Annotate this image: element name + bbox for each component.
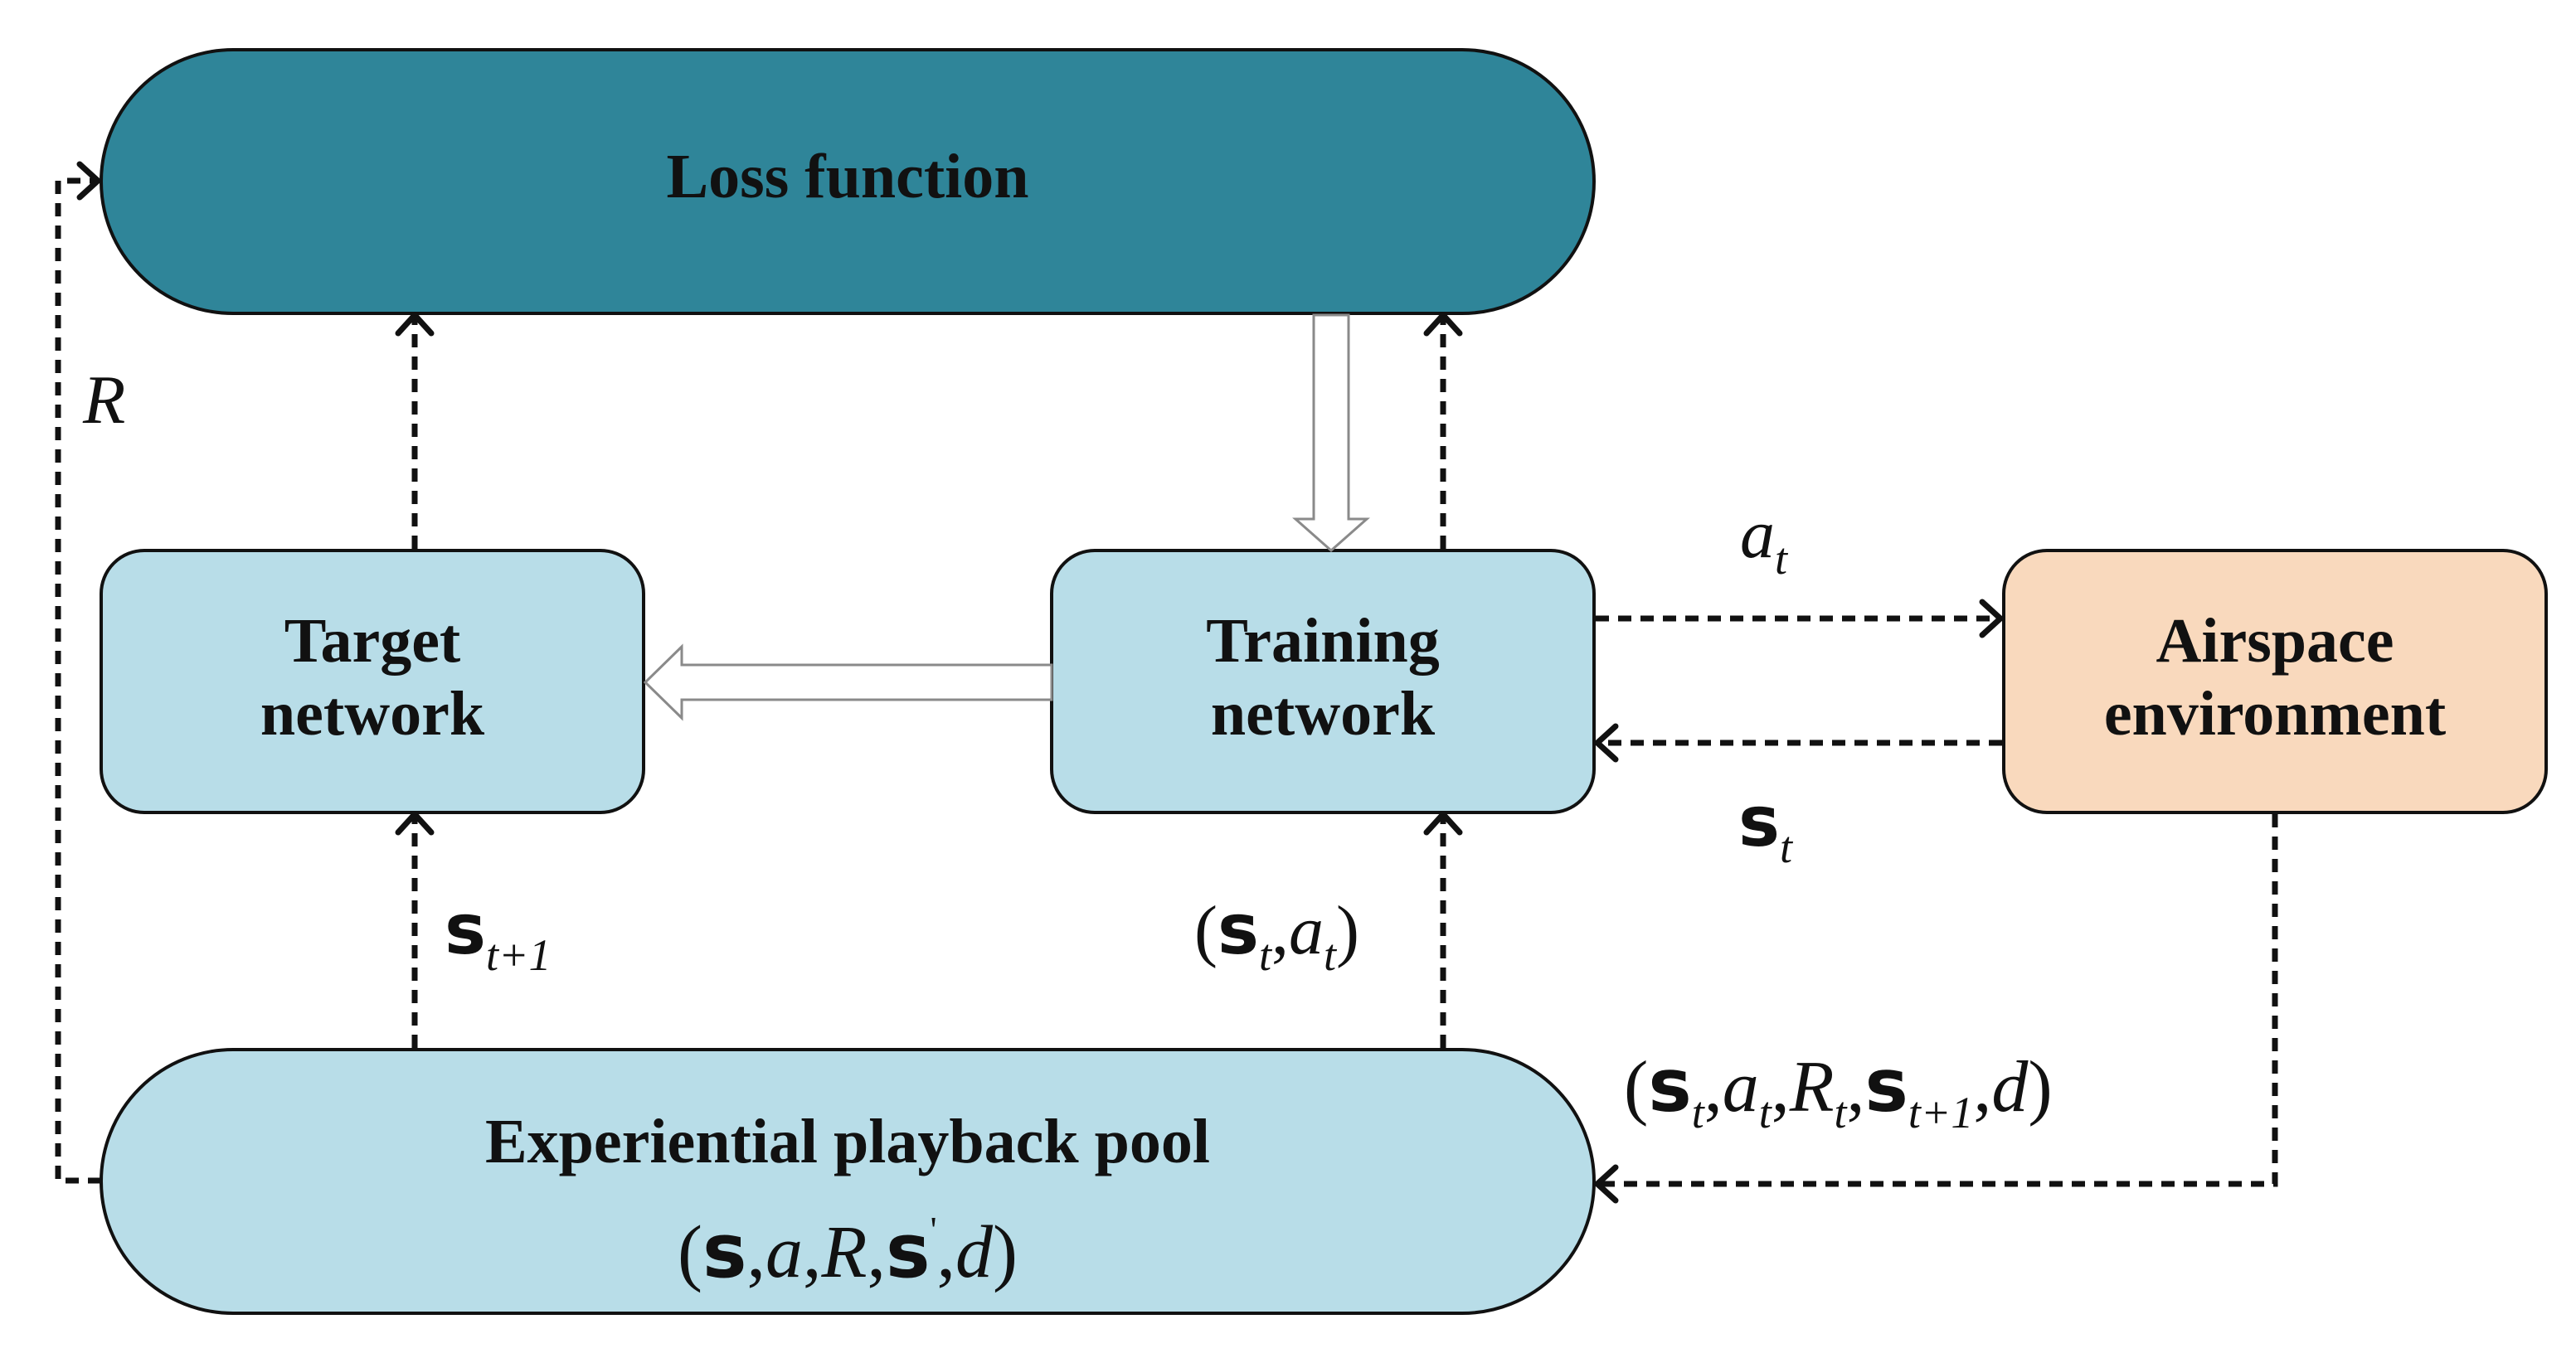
comma: , [1704,1047,1723,1128]
comma: , [803,1211,822,1293]
action-base: a [1740,496,1775,573]
next-state-base: s [1865,1043,1908,1128]
action-symbol: a [766,1211,803,1293]
airspace-environment-label-line1: Airspace [2156,606,2394,676]
action-base: a [1723,1047,1759,1128]
state-subscript: t [1259,930,1273,980]
next-state-symbol: s [886,1208,931,1295]
training-network-label-line1: Training [1206,606,1440,676]
next-state-label: st+1 [445,889,551,980]
action-base: a [1289,892,1324,969]
arrow-target-to-loss [395,312,435,549]
action-subscript: t [1324,930,1338,980]
next-state-subscript: t+1 [486,930,551,980]
target-network-label-line2: network [260,679,485,749]
hollow-arrow-loss-to-training [1292,313,1370,553]
training-network-label-line2: network [1211,679,1436,749]
comma: , [1271,892,1289,969]
next-state-base: s [445,889,486,970]
reward-subscript: t [1835,1088,1849,1137]
action-subscript: t [1759,1088,1773,1137]
transition-label: (st,at,Rt,st+1,d) [1624,1043,2053,1137]
airspace-environment-label-line2: environment [2104,679,2446,749]
loss-function-box [100,48,1596,315]
arrow-pool-to-training [1423,811,1463,1048]
reward-symbol: R [821,1211,868,1293]
comma: , [1847,1047,1865,1128]
action-label: at [1740,496,1789,584]
reward-label: R [82,361,125,439]
airspace-environment-node: Airspace environment [2002,549,2548,814]
target-network-box [100,549,645,814]
loss-function-node: Loss function [100,48,1596,315]
done-base: d [1991,1047,2029,1128]
prime-mark: ' [931,1210,937,1250]
replay-pool-label: Experiential playback pool [485,1107,1210,1176]
comma: , [747,1211,766,1293]
state-symbol: s [702,1208,747,1295]
arrow-environment-to-training [1594,723,2002,763]
target-network-label-line1: Target [284,606,461,676]
comma: , [1772,1047,1790,1128]
paren-open: ( [678,1211,702,1293]
paren-close: ) [993,1211,1018,1293]
loss-function-label: Loss function [666,142,1028,211]
done-symbol: d [955,1211,994,1293]
arrow-training-to-environment [1596,599,2004,638]
paren-open: ( [1624,1047,1648,1128]
action-subscript: t [1775,534,1789,584]
paren-close: ) [2028,1047,2052,1128]
hollow-arrow-training-to-target [643,643,1053,721]
replay-pool-tuple: (s,a,R,s',d) [678,1208,1018,1295]
paren-close: ) [1336,892,1359,969]
state-subscript: t [1780,822,1794,872]
state-base: s [1738,781,1780,862]
arrow-pool-to-loss-reward [55,161,101,1184]
state-base: s [1218,889,1259,970]
airspace-environment-box [2002,549,2548,814]
paren-open: ( [1194,892,1218,969]
state-label: st [1738,781,1794,872]
comma: , [868,1211,887,1293]
next-state-subscript: t+1 [1908,1088,1973,1137]
arrow-training-to-loss [1423,312,1463,549]
target-network-node: Target network [100,549,645,814]
state-action-label: (st,at) [1194,889,1359,980]
state-base: s [1648,1043,1691,1128]
replay-pool-node: Experiential playback pool (s,a,R,s',d) [100,1048,1596,1315]
arrow-pool-to-target [395,811,435,1048]
state-subscript: t [1692,1088,1706,1137]
comma: , [937,1211,956,1293]
training-network-node: Training network [1050,549,1596,814]
comma: , [1973,1047,1991,1128]
arrow-environment-to-pool [1594,814,2278,1204]
reward-base: R [1789,1047,1835,1128]
